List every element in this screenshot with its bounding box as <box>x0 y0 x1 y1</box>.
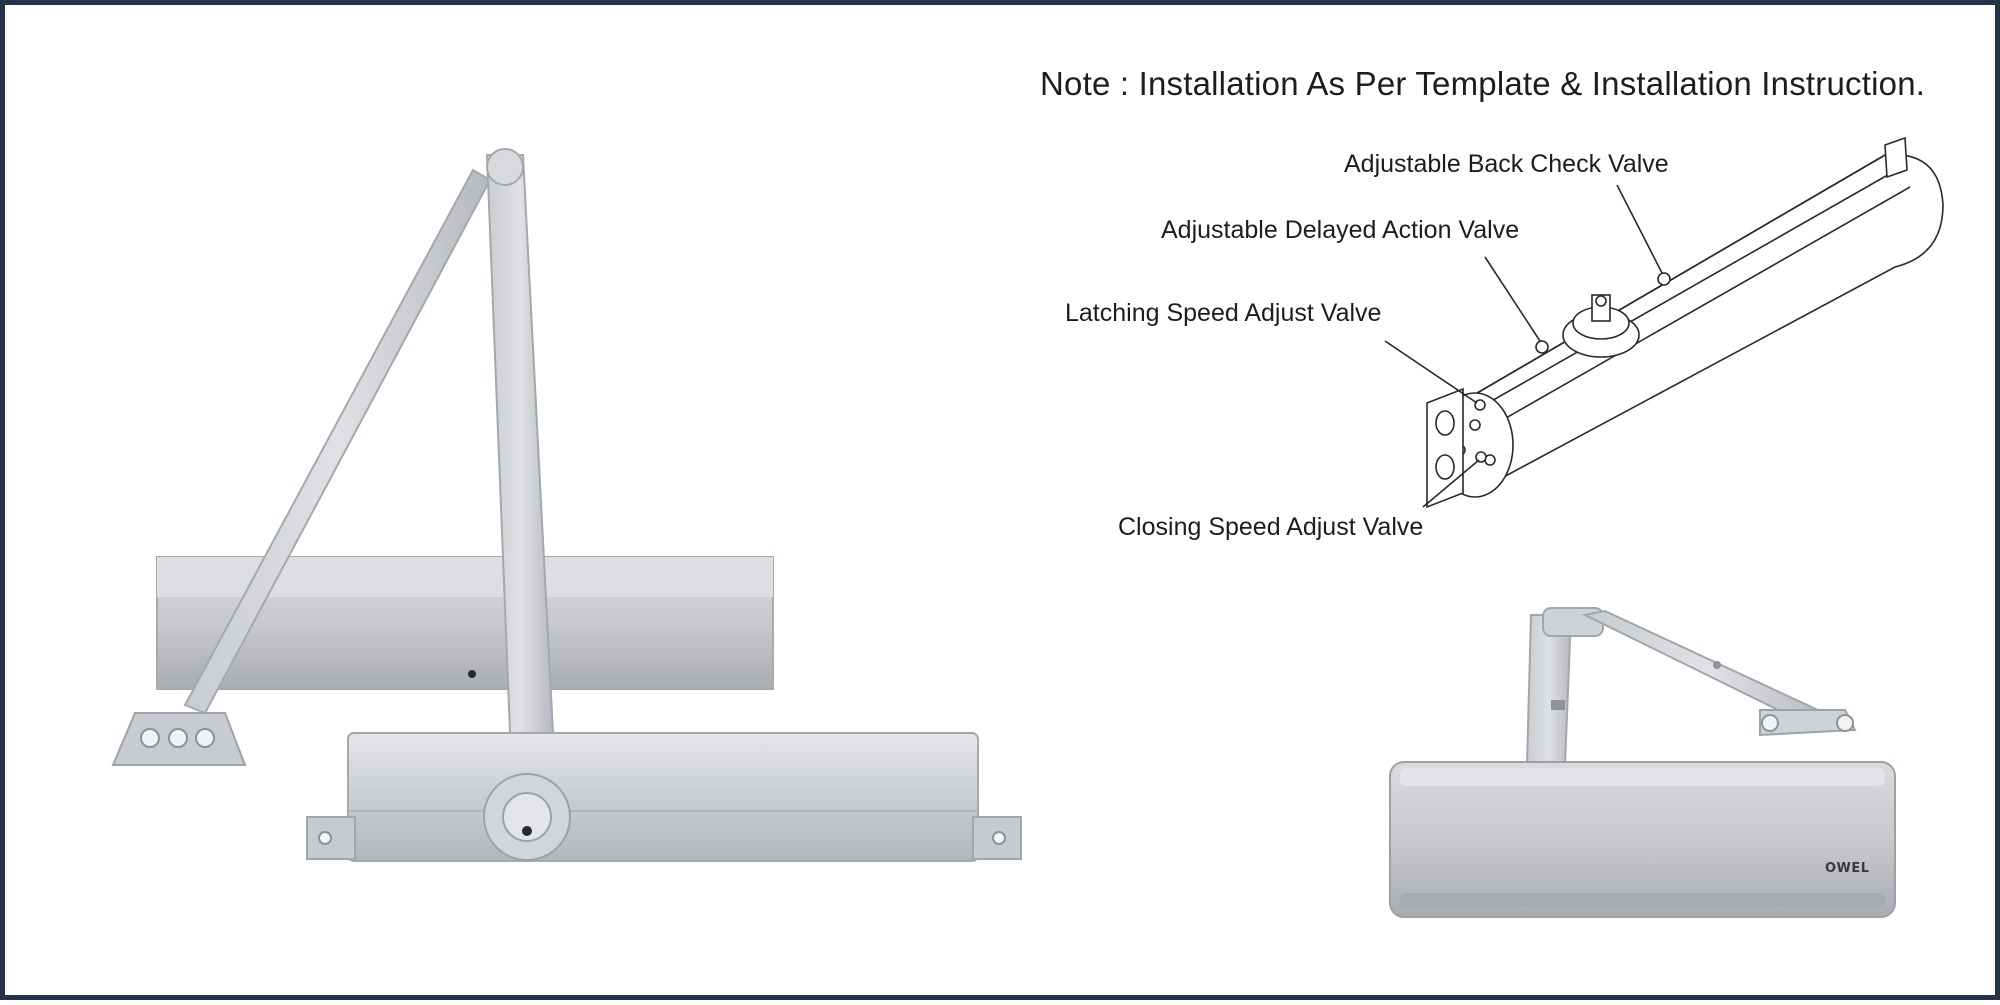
installation-note: Note : Installation As Per Template & In… <box>1040 65 1926 102</box>
label-adjustable-back-check-valve: Adjustable Back Check Valve <box>1344 150 1669 178</box>
closer-cover-right <box>1389 761 1896 918</box>
product-illustrations <box>111 136 1944 918</box>
leader-delayed-action <box>1484 256 1541 342</box>
label-closing-speed-adjust-valve: Closing Speed Adjust Valve <box>1118 513 1424 541</box>
door-closer-photo-right <box>1389 607 1896 918</box>
door-closer-photo-left <box>111 148 1022 862</box>
brand-logo: OWEL <box>1825 861 1870 876</box>
leader-closing-speed <box>1422 459 1480 508</box>
leader-latching-speed <box>1384 340 1478 404</box>
closer-body <box>347 732 979 862</box>
label-adjustable-delayed-action-valve: Adjustable Delayed Action Valve <box>1161 216 1520 244</box>
label-latching-speed-adjust-valve: Latching Speed Adjust Valve <box>1065 299 1382 327</box>
leader-back-check <box>1616 184 1663 274</box>
valve-line-drawing <box>1384 136 1944 509</box>
